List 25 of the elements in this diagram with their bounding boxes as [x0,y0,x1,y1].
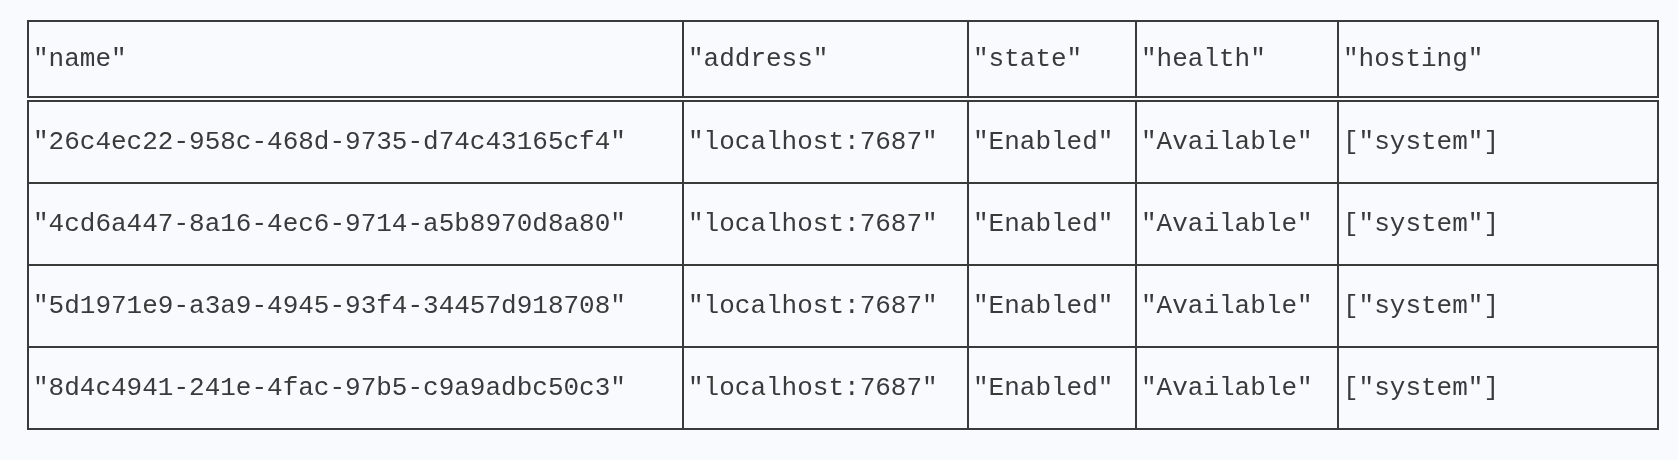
table-value: "localhost:7687" [683,347,968,429]
table-value: "localhost:7687" [683,265,968,347]
column-header: "name" [28,21,683,99]
column-header: "hosting" [1338,21,1658,99]
table-value: "Enabled" [968,347,1136,429]
table-value: "Enabled" [968,265,1136,347]
table-value: "Available" [1136,347,1338,429]
table-value: ["system"] [1338,183,1658,265]
table-value: ["system"] [1338,99,1658,183]
table-value: "26c4ec22-958c-468d-9735-d74c43165cf4" [28,99,683,183]
table-value: "5d1971e9-a3a9-4945-93f4-34457d918708" [28,265,683,347]
table-value: ["system"] [1338,265,1658,347]
table-value: ["system"] [1338,347,1658,429]
table-value: "Available" [1136,265,1338,347]
table-value: "Enabled" [968,183,1136,265]
table-value: "localhost:7687" [683,183,968,265]
table-value: "localhost:7687" [683,99,968,183]
table-value: "8d4c4941-241e-4fac-97b5-c9a9adbc50c3" [28,347,683,429]
table-value: "Available" [1136,183,1338,265]
column-header: "address" [683,21,968,99]
table-value: "Enabled" [968,99,1136,183]
table-value: "4cd6a447-8a16-4ec6-9714-a5b8970d8a80" [28,183,683,265]
column-header: "health" [1136,21,1338,99]
table-value: "Available" [1136,99,1338,183]
column-header: "state" [968,21,1136,99]
